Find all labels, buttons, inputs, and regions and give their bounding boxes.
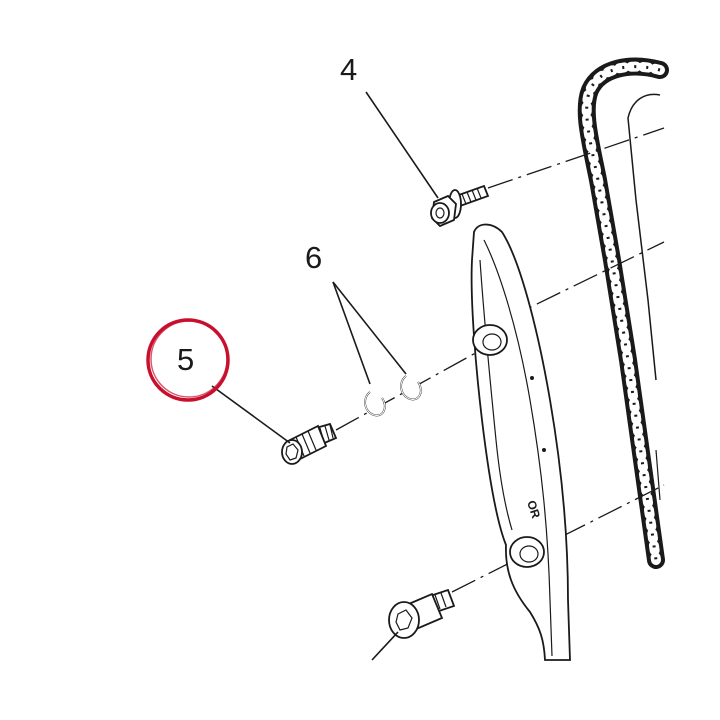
part-4-flange-bolt — [430, 184, 490, 228]
leader-lines — [211, 91, 439, 661]
callout-4-label: 4 — [340, 52, 357, 87]
callout-6-label: 6 — [305, 240, 322, 275]
lower-guide-bolt — [388, 588, 456, 639]
timing-chain — [577, 57, 669, 569]
chain-guide-rail: OR — [470, 223, 571, 661]
part-5-pivot-bolt — [281, 422, 338, 465]
callout-5-highlight-ring — [146, 318, 230, 402]
part-6-retaining-rings — [364, 375, 422, 417]
callout-5-label: 5 — [177, 342, 194, 377]
guide-marking: OR — [524, 499, 543, 521]
